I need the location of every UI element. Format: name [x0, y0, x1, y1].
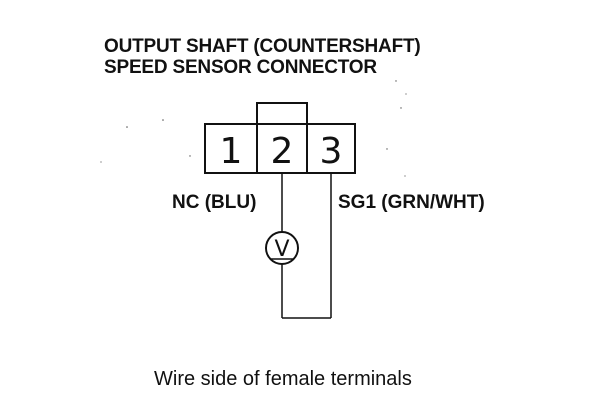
diagram-title-line-1: OUTPUT SHAFT (COUNTERSHAFT): [104, 36, 421, 57]
scan-specks: [100, 80, 407, 177]
connector-housing: [204, 123, 356, 174]
pin-2-label: 2: [271, 131, 294, 172]
diagram-caption: Wire side of female terminals: [154, 368, 412, 390]
pin-3-label: 3: [320, 131, 343, 172]
wire-label-sg1: SG1 (GRN/WHT): [338, 192, 485, 213]
voltmeter-icon: V: [265, 231, 299, 265]
connector-lock-tab: [256, 102, 308, 125]
diagram-title-line-2: SPEED SENSOR CONNECTOR: [104, 57, 377, 78]
pin-1-label: 1: [220, 131, 243, 172]
voltmeter-symbol: V: [274, 237, 289, 262]
wire-label-nc: NC (BLU): [172, 192, 257, 213]
